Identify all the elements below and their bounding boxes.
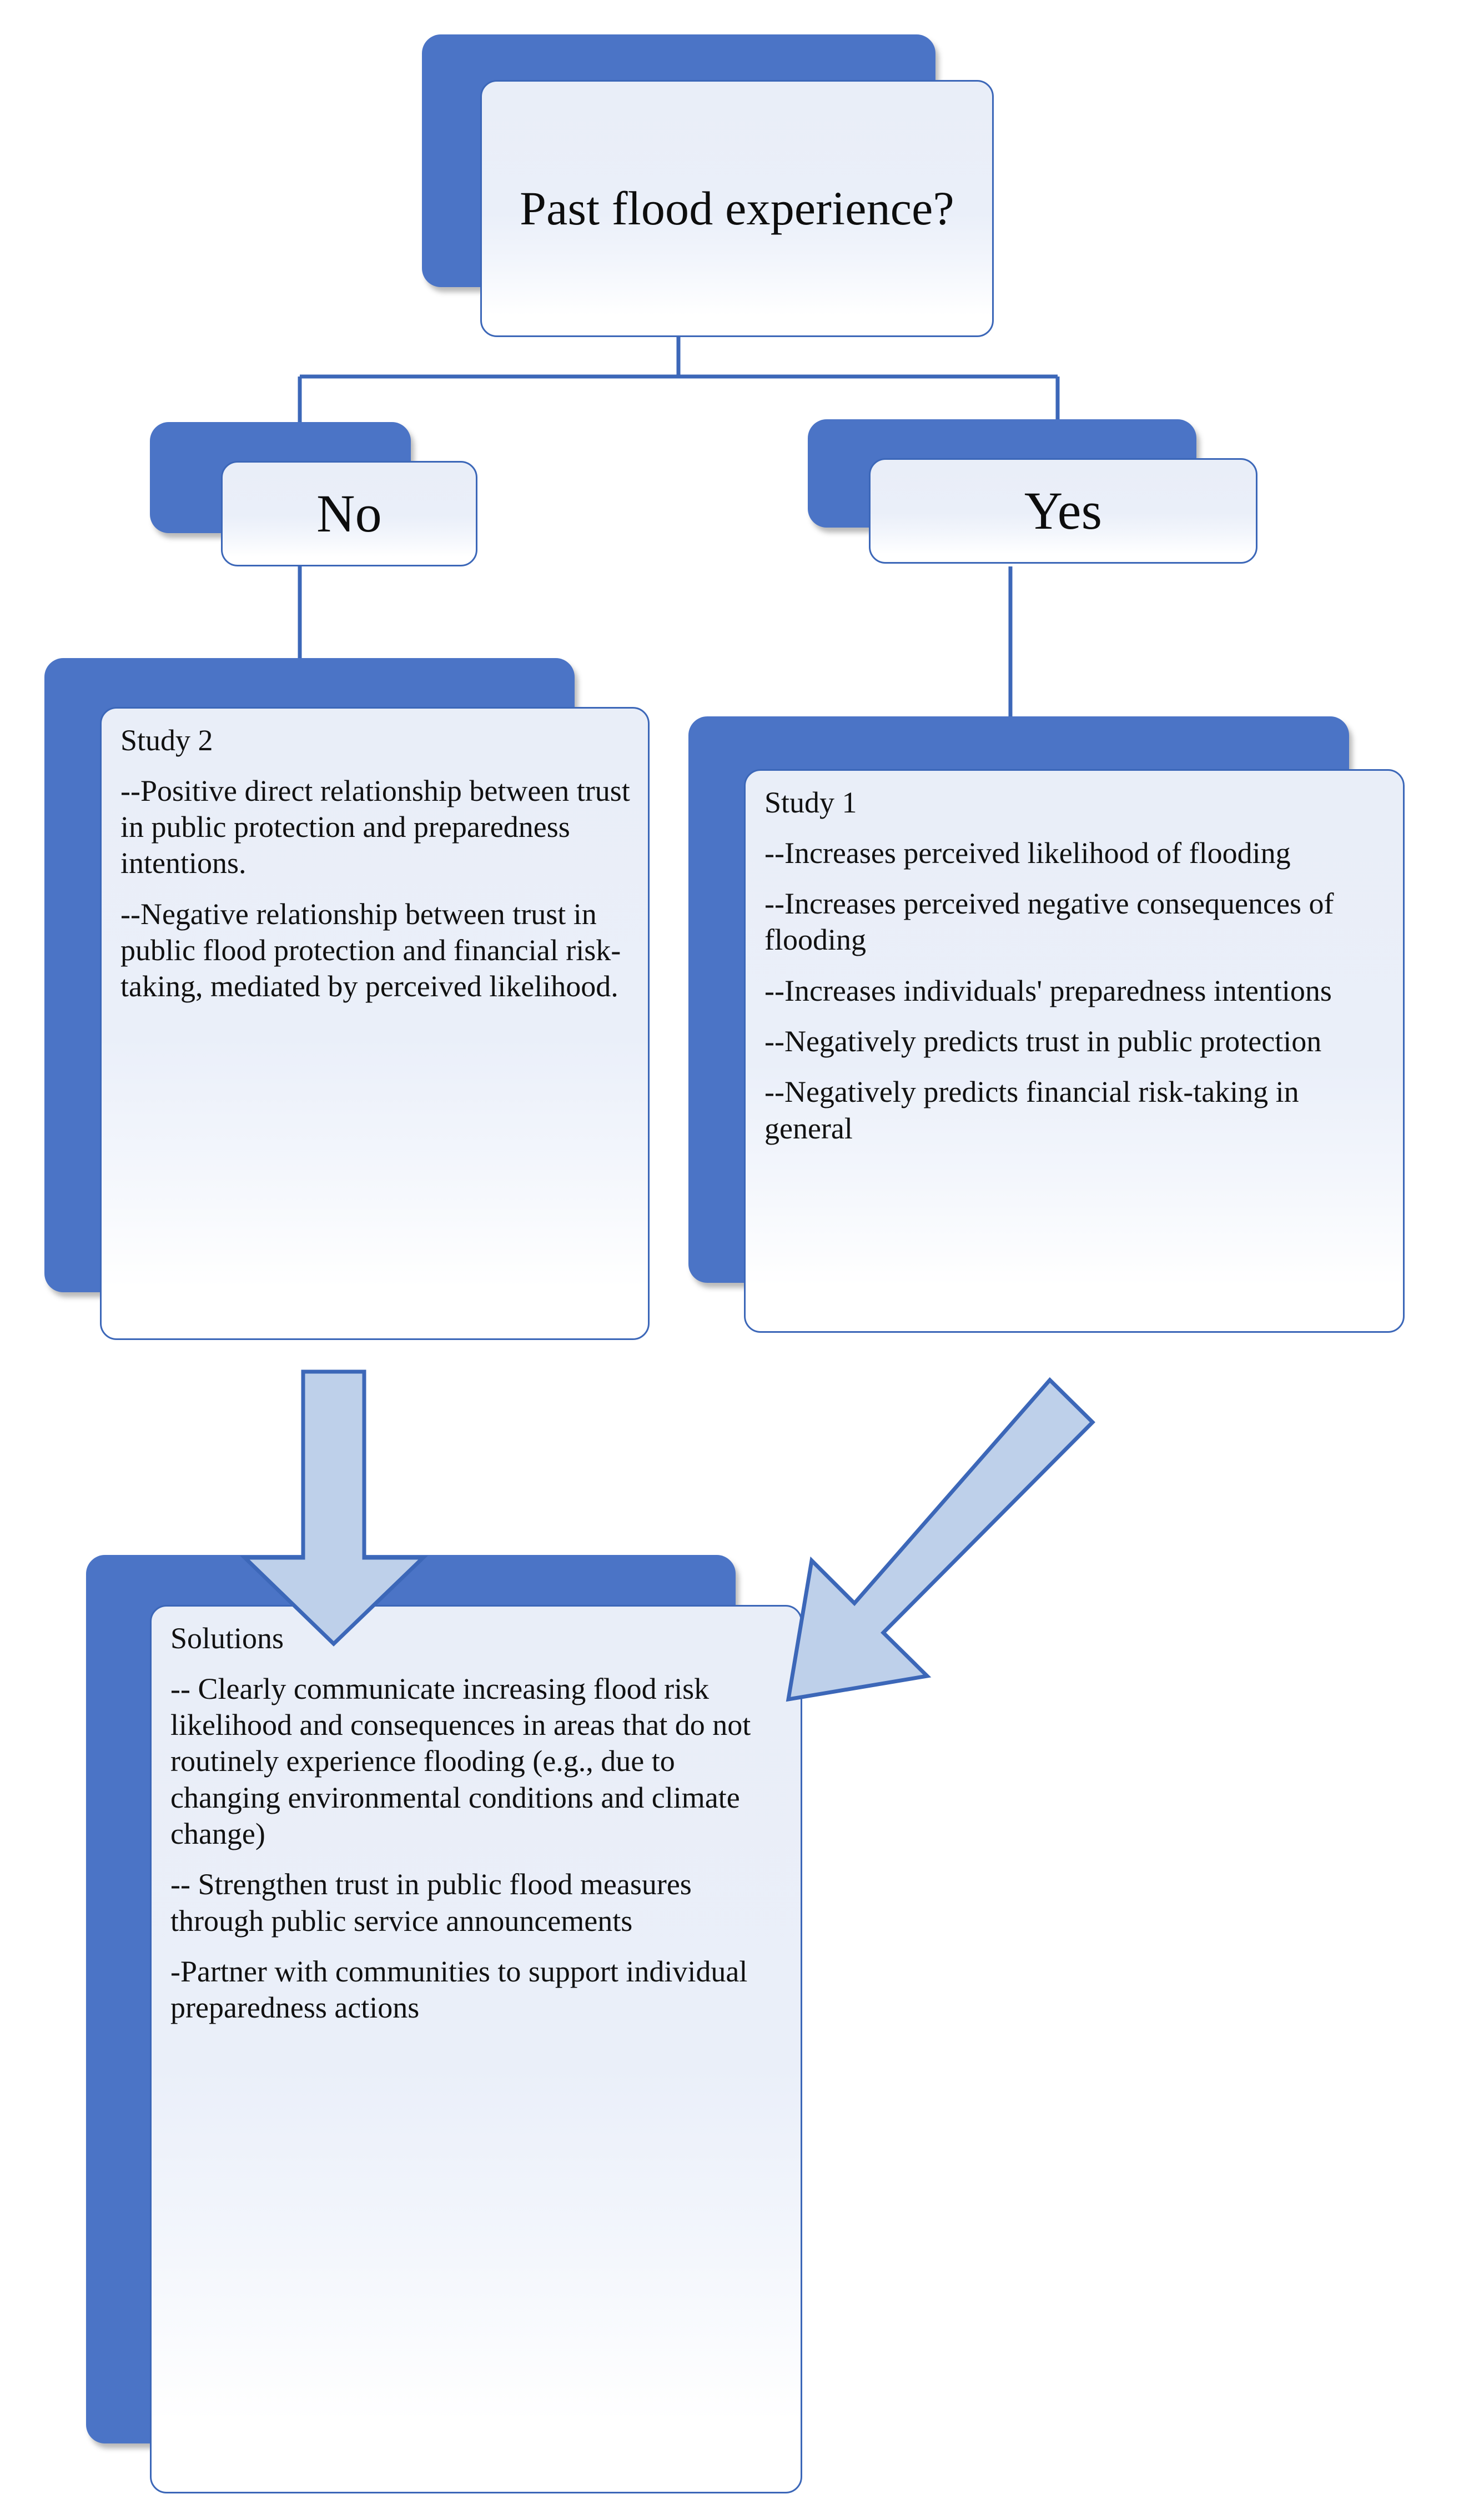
node-branch-no[interactable]: No <box>150 422 477 603</box>
node-paragraph: --Negatively predicts financial risk-tak… <box>764 1075 1299 1145</box>
node-paragraph: --Increases individuals' preparedness in… <box>764 974 1332 1007</box>
node-label: Past flood experience? <box>520 182 954 235</box>
node-label: Yes <box>1024 480 1103 540</box>
node-paragraph: --Negatively predicts trust in public pr… <box>764 1025 1322 1058</box>
arrow-study1-to-solutions-icon <box>786 1377 1095 1702</box>
node-card[interactable]: Yes <box>869 458 1257 564</box>
node-paragraph: --Increases perceived likelihood of floo… <box>764 836 1291 870</box>
node-paragraph: -- Clearly communicate increasing flood … <box>170 1672 751 1851</box>
node-heading: Study 1 <box>764 786 857 819</box>
node-past-flood-experience[interactable]: Past flood experience? <box>422 34 994 337</box>
node-heading: Study 2 <box>120 724 213 757</box>
node-branch-yes[interactable]: Yes <box>808 419 1257 600</box>
node-card[interactable]: Past flood experience? <box>480 80 994 337</box>
node-paragraph: --Negative relationship between trust in… <box>120 897 621 1003</box>
node-study-2[interactable]: Study 2 --Positive direct relationship b… <box>44 658 650 1341</box>
node-card[interactable]: Study 2 --Positive direct relationship b… <box>100 707 650 1340</box>
node-study-1[interactable]: Study 1 --Increases perceived likelihood… <box>688 716 1405 1333</box>
node-paragraph: -Partner with communities to support ind… <box>170 1955 748 2025</box>
node-card[interactable]: Solutions -- Clearly communicate increas… <box>150 1605 802 2493</box>
node-heading: Solutions <box>170 1622 284 1655</box>
node-card[interactable]: Study 1 --Increases perceived likelihood… <box>744 769 1405 1333</box>
node-paragraph: --Increases perceived negative consequen… <box>764 887 1334 957</box>
node-card[interactable]: No <box>221 461 477 566</box>
node-paragraph: -- Strengthen trust in public flood meas… <box>170 1868 692 1938</box>
node-paragraph: --Positive direct relationship between t… <box>120 774 630 880</box>
node-solutions[interactable]: Solutions -- Clearly communicate increas… <box>86 1555 802 2493</box>
node-label: No <box>316 483 382 543</box>
